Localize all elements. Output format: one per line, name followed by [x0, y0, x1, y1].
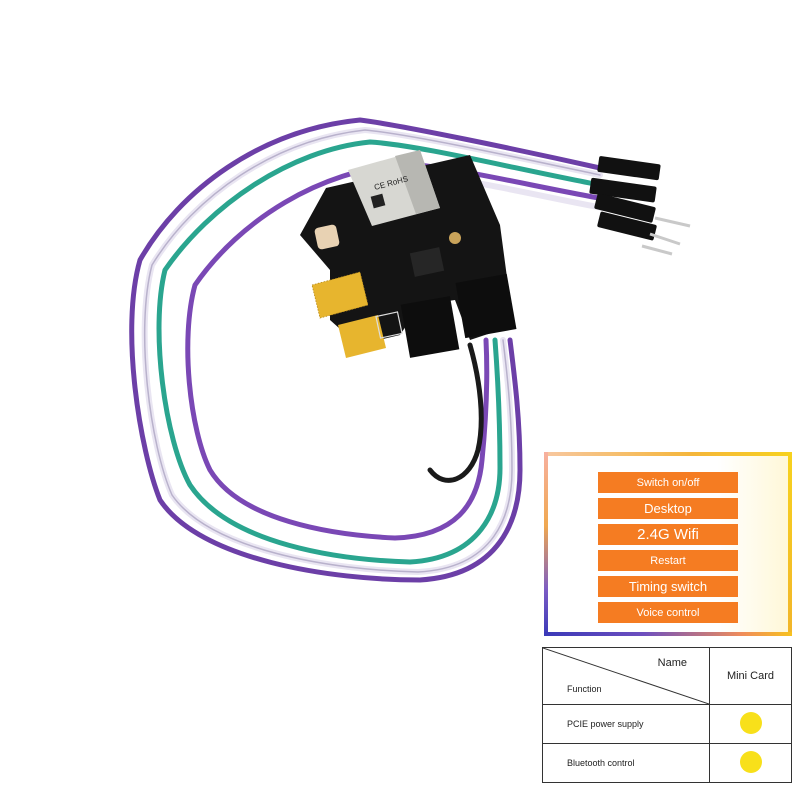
feature-panel: Switch on/off Desktop 2.4G Wifi Restart …: [544, 452, 792, 636]
header-function-label: Function: [567, 684, 602, 694]
wifi-module: CE RoHS: [348, 150, 440, 226]
dupont-connectors: [589, 156, 691, 256]
support-cell: [709, 743, 792, 783]
feature-item: Timing switch: [598, 576, 738, 597]
column-title: Mini Card: [709, 647, 792, 705]
feature-item: Voice control: [598, 602, 738, 623]
panel-border-left: [544, 452, 548, 636]
feature-item: Switch on/off: [598, 472, 738, 493]
panel-border-bottom: [544, 632, 792, 636]
support-cell: [709, 704, 792, 744]
table-row: PCIE power supply: [542, 704, 792, 744]
table-row: Bluetooth control: [542, 743, 792, 783]
yellow-dot-icon: [739, 751, 762, 773]
table-header-row: Name Function Mini Card: [542, 647, 792, 705]
header-name-label: Name: [657, 657, 687, 669]
feature-item: Desktop: [598, 498, 738, 519]
pcie-card: CE RoHS: [300, 150, 517, 358]
gold-contacts: [311, 271, 386, 358]
feature-item: 2.4G Wifi: [598, 524, 738, 545]
feature-item: Restart: [598, 550, 738, 571]
diagonal-divider: [543, 648, 709, 704]
yellow-dot-icon: [739, 712, 762, 734]
row-label: Bluetooth control: [542, 743, 710, 783]
panel-border-top: [544, 452, 792, 456]
header-diagonal-cell: Name Function: [542, 647, 710, 705]
comparison-table: Name Function Mini Card PCIE power suppl…: [542, 647, 792, 783]
panel-border-right: [788, 452, 792, 636]
feature-list: Switch on/off Desktop 2.4G Wifi Restart …: [598, 472, 738, 628]
row-label: PCIE power supply: [542, 704, 710, 744]
